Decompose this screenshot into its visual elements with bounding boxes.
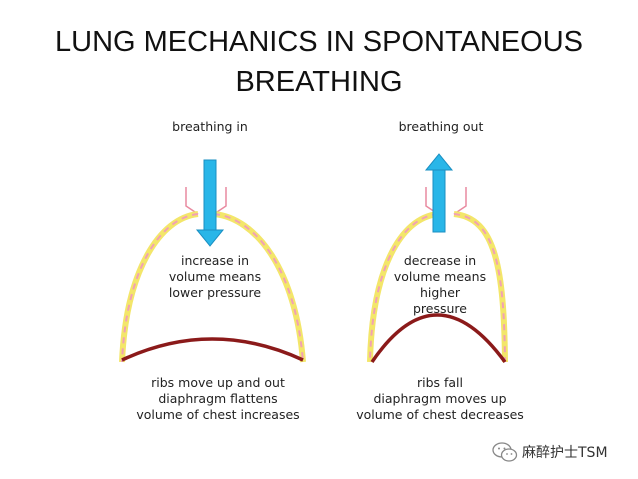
- title-line-2: BREATHING: [235, 66, 403, 98]
- label-breathing-out: breathing out: [398, 119, 484, 134]
- trachea-right-wall: [213, 187, 227, 215]
- label-increase-volume: increase in volume means lower pressure: [150, 253, 280, 301]
- label-breathing-in: breathing in: [172, 119, 248, 134]
- label-line: diaphragm moves up: [373, 391, 507, 406]
- label-line: ribs move up and out: [151, 375, 285, 390]
- trachea-right-wall-2: [453, 187, 467, 215]
- label-line: decrease in: [403, 253, 477, 268]
- wechat-icon: [492, 442, 518, 462]
- rib-cage-left-ribs: [121, 213, 199, 363]
- inhalation-diagram: [119, 159, 306, 363]
- label-line: higher: [419, 285, 461, 300]
- label-line: increase in: [180, 253, 250, 268]
- diaphragm-domed: [370, 313, 507, 364]
- title-line-1: LUNG MECHANICS IN SPONTANEOUS: [55, 26, 583, 58]
- arrow-down-icon: [195, 159, 225, 247]
- label-inhalation-effects: ribs move up and out diaphragm flattens …: [128, 375, 308, 423]
- label-line: volume means: [393, 269, 487, 284]
- rib-cage-left-ribs-2: [369, 213, 439, 363]
- rib-cage-right-ribs-2: [453, 213, 506, 363]
- label-decrease-volume: decrease in volume means higher pressure: [375, 253, 505, 317]
- arrow-up-icon: [424, 153, 454, 233]
- label-exhalation-effects: ribs fall diaphragm moves up volume of c…: [350, 375, 530, 423]
- label-line: ribs fall: [416, 375, 464, 390]
- exhalation-diagram: [367, 153, 508, 364]
- page-title: LUNG MECHANICS IN SPONTANEOUS BREATHING: [0, 22, 638, 102]
- label-line: lower pressure: [168, 285, 262, 300]
- label-line: volume of chest increases: [136, 407, 300, 422]
- rib-cage-right-ribs: [213, 213, 304, 363]
- watermark: 麻醉护士TSM: [492, 440, 632, 464]
- label-line: volume means: [168, 269, 262, 284]
- watermark-text: 麻醉护士TSM: [522, 445, 608, 461]
- label-line: volume of chest decreases: [356, 407, 524, 422]
- diaphragm-flattened: [121, 337, 304, 362]
- label-line: pressure: [413, 301, 467, 316]
- label-line: diaphragm flattens: [158, 391, 278, 406]
- trachea-left-wall: [185, 187, 199, 215]
